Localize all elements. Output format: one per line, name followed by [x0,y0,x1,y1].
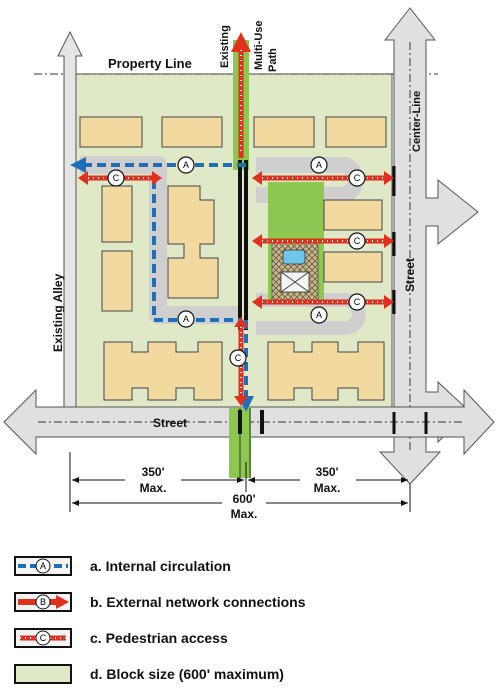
property-line-label: Property Line [108,56,192,71]
svg-text:A: A [40,561,46,571]
site-plan-diagram: A A A A C C C C C Property Line Existing… [3,7,495,522]
legend-external-text: b. External network connections [90,594,306,610]
svg-text:C: C [354,297,361,307]
building [253,116,315,148]
legend-internal-text: a. Internal circulation [90,558,231,574]
buildings [79,116,387,401]
block-size-swatch [14,664,72,684]
building [79,116,143,148]
existing-alley-label: Existing Alley [51,273,65,352]
dim-total-max-label: Max. [231,507,258,521]
external-connection-swatch: B [14,592,72,612]
multi-use-label: Multi-Use [253,21,265,71]
legend-pedestrian-text: c. Pedestrian access [90,630,228,646]
existing-alley [57,30,83,409]
building [167,185,219,299]
svg-text:A: A [316,310,322,320]
internal-circulation-swatch: A [14,556,72,576]
svg-text:B: B [40,597,46,607]
legend-item-pedestrian: C c. Pedestrian access [14,626,494,652]
marker-internal: A [177,310,195,328]
marker-internal: A [177,156,195,174]
legend-item-block: d. Block size (600' maximum) [14,662,494,688]
svg-text:C: C [40,633,47,643]
center-line-label: Center-Line [411,91,423,152]
svg-text:C: C [113,173,120,183]
legend-item-internal: A a. Internal circulation [14,554,494,580]
building [161,116,223,148]
building [267,341,385,401]
svg-text:C: C [354,173,361,183]
building [323,251,383,283]
legend-block-text: d. Block size (600' maximum) [90,666,284,682]
dim-left-label: 350' [142,465,165,479]
dim-total-label: 600' [233,492,256,506]
dim-right-max-label: Max. [314,481,341,495]
marker-internal: A [310,156,328,174]
building [323,199,383,231]
route-markers: A A A A C C C C C [107,156,366,367]
pool [282,249,306,265]
street-bottom-label: Street [153,416,187,430]
marker-pedestrian: C [348,293,366,311]
marker-pedestrian: C [107,169,125,187]
legend-item-external: B b. External network connections [14,590,494,616]
marker-pedestrian: C [229,349,247,367]
marker-pedestrian: C [348,169,366,187]
dim-right-label: 350' [316,465,339,479]
pedestrian-access-swatch: C [14,628,72,648]
street-right-label: Street [403,258,417,292]
block-edges [238,160,428,434]
marker-internal: A [310,306,328,324]
building [103,341,223,401]
building [101,185,133,243]
svg-text:A: A [183,160,189,170]
building [325,116,387,148]
dim-left-max-label: Max. [140,481,167,495]
svg-text:C: C [354,236,361,246]
svg-text:A: A [183,314,189,324]
marker-pedestrian: C [348,232,366,250]
path-label: Path [267,48,279,72]
internal-circulation-route [70,157,254,412]
svg-text:C: C [235,353,242,363]
svg-text:A: A [316,160,322,170]
building [101,250,133,312]
existing-label: Existing [219,25,231,68]
